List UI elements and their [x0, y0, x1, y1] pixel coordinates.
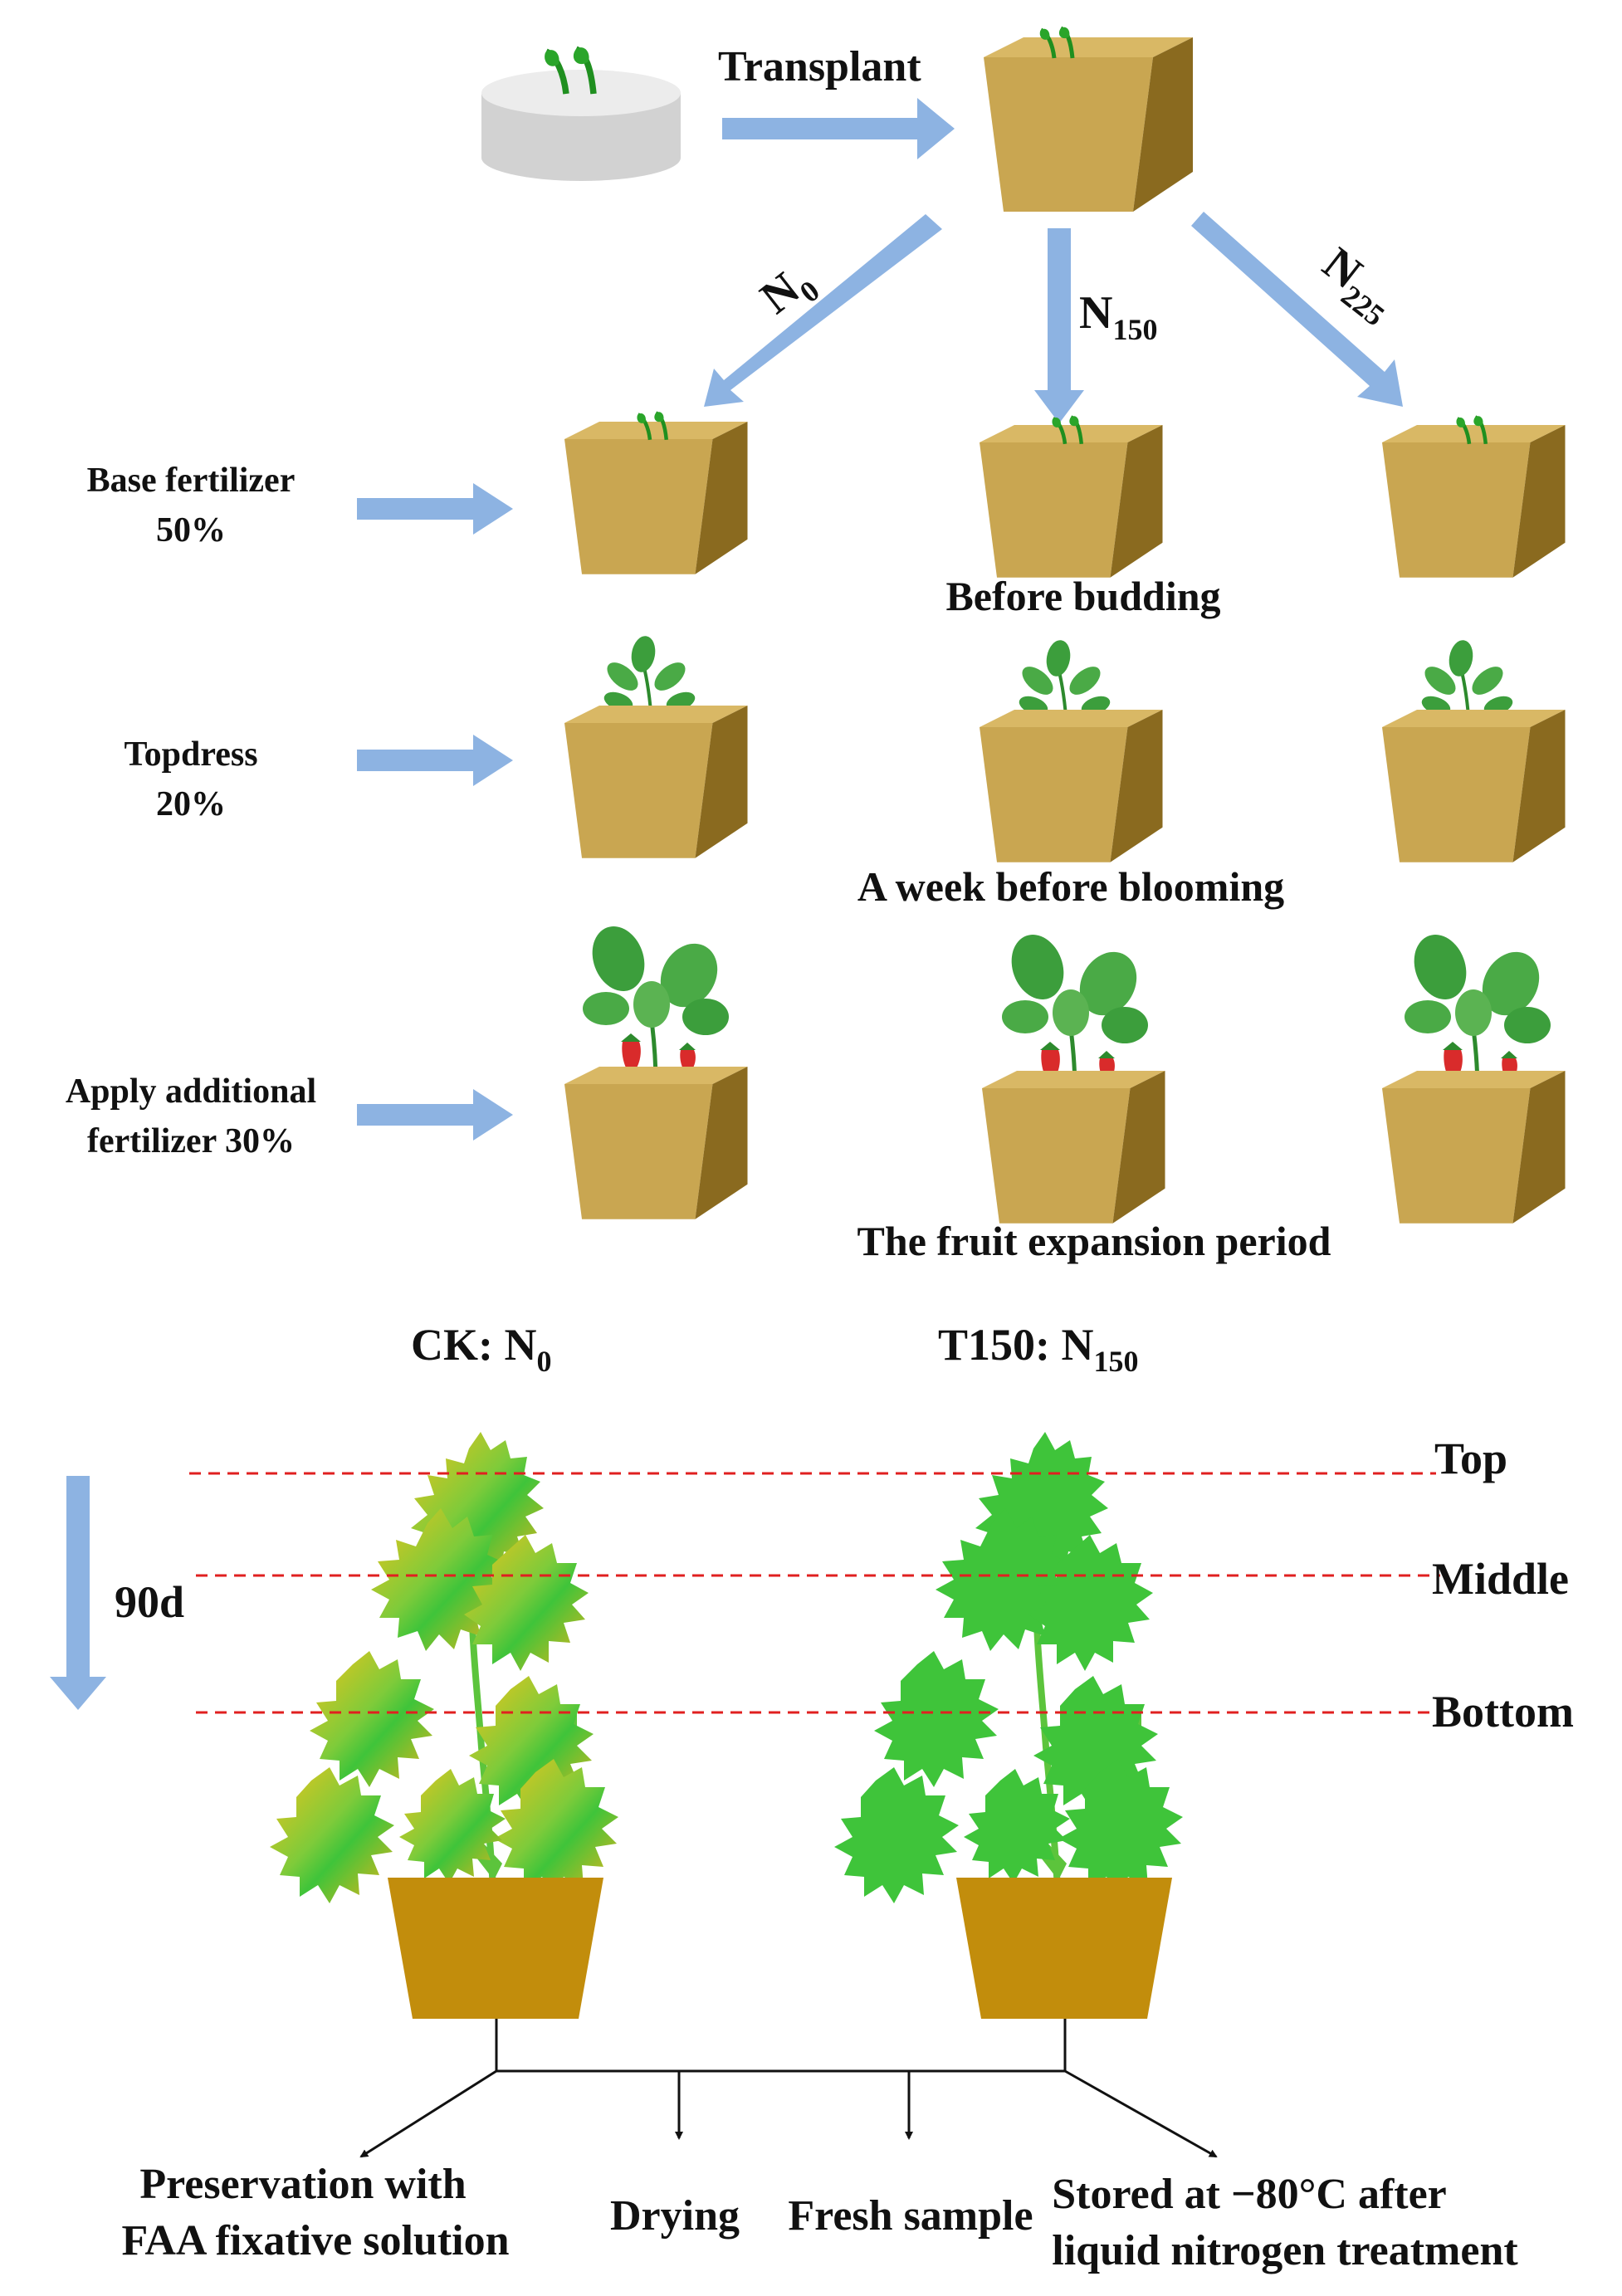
duration-label: 90d [115, 1577, 184, 1627]
svg-text:N150: N150 [1079, 287, 1157, 346]
duration-arrow [50, 1476, 106, 1710]
stage2-fertilizer-line2: 20% [156, 785, 226, 823]
arrow-n0 [704, 214, 942, 407]
outcome-fresh: Fresh sample [788, 2192, 1033, 2240]
stage3-pot-n150 [982, 927, 1165, 1224]
stage3-pot-n225 [1382, 927, 1566, 1224]
arrow-n150 [1034, 228, 1084, 423]
stage3-fertilizer-line2: fertilizer 30% [87, 1122, 295, 1160]
outcome-frozen-line2: liquid nitrogen treatment [1052, 2227, 1518, 2274]
stage2-arrow [357, 735, 513, 786]
t150-pot [956, 1878, 1172, 2019]
outcome-faa-line2: FAA fixative solution [121, 2217, 509, 2264]
level-middle: Middle [1432, 1554, 1569, 1604]
sampling-connectors [359, 2019, 1218, 2158]
arrow-n225 [1191, 212, 1403, 407]
stage1-period: Before budding [945, 573, 1220, 619]
stage2-pot-n225 [1382, 636, 1566, 862]
stage3-fertilizer-line1: Apply additional [66, 1072, 316, 1111]
outcome-frozen-line1: Stored at −80°C after [1052, 2171, 1446, 2218]
stage1-arrow [357, 483, 513, 535]
source-pot [984, 27, 1193, 213]
stage3-period: The fruit expansion period [857, 1218, 1331, 1264]
label-n150: N150 [1079, 287, 1157, 346]
ck-label: CK: N0 [411, 1320, 551, 1378]
stage1-fertilizer-line2: 50% [156, 511, 226, 550]
outcome-faa-line1: Preservation with [139, 2161, 466, 2208]
transplant-label: Transplant [718, 43, 921, 90]
petri-dish-icon [481, 47, 681, 181]
stage3-pot-n0 [564, 919, 748, 1219]
level-bottom: Bottom [1432, 1687, 1574, 1737]
stage1-pot-n0 [564, 412, 748, 574]
level-top: Top [1434, 1434, 1507, 1483]
transplant-arrow [722, 98, 955, 159]
stage2-pot-n150 [980, 636, 1163, 862]
outcome-drying: Drying [610, 2192, 740, 2240]
stage2-pot-n0 [564, 632, 748, 858]
stage1-fertilizer-line1: Base fertilizer [87, 462, 296, 500]
stage3-arrow [357, 1089, 513, 1141]
stage2-fertilizer-line1: Topdress [124, 735, 257, 774]
t150-label: T150: N150 [938, 1320, 1139, 1378]
stage1-pot-n225 [1382, 416, 1566, 578]
stage1-pot-n150 [980, 416, 1163, 578]
stage2-period: A week before blooming [857, 863, 1284, 910]
ck-pot [388, 1878, 603, 2019]
